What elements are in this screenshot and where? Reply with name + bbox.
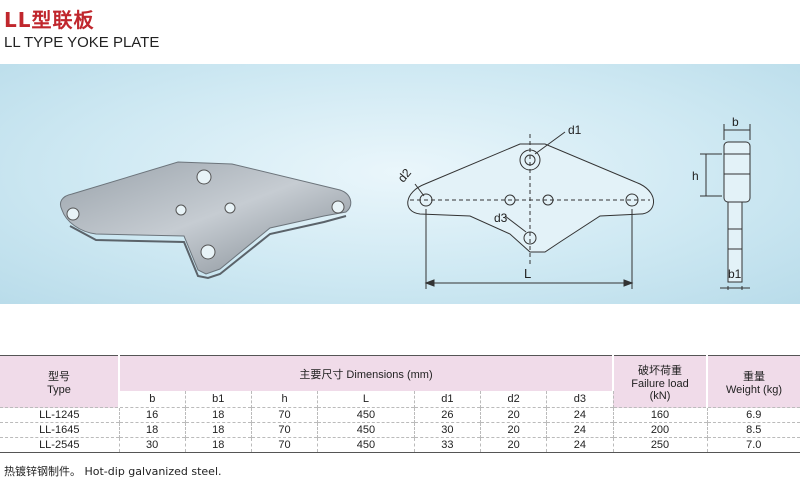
cell-d2: 20: [480, 407, 548, 423]
col-type-cn: 型号: [48, 370, 70, 383]
cell-load: 160: [613, 407, 708, 423]
subheader-h: h: [251, 391, 319, 408]
label-L: L: [524, 266, 531, 281]
cell-type: LL-2545: [0, 437, 120, 453]
cell-d3: 24: [546, 437, 614, 453]
product-illustration: d1 d2 d3 L b h b1: [59, 115, 751, 290]
cell-b: 18: [119, 422, 186, 438]
cell-weight: 7.0: [707, 437, 800, 453]
cell-b1: 18: [185, 407, 252, 423]
cell-d1: 33: [414, 437, 482, 453]
label-b: b: [732, 115, 739, 129]
cell-type: LL-1245: [0, 407, 120, 423]
cell-weight: 6.9: [707, 407, 800, 423]
label-d2: d2: [395, 166, 415, 185]
product-illustration-panel: d1 d2 d3 L b h b1: [0, 64, 800, 304]
cell-h: 70: [251, 422, 319, 438]
cell-d3: 24: [546, 422, 614, 438]
cell-b1: 18: [185, 437, 252, 453]
table-row: LL-1245 16 18 70 450 26 20 24 160 6.9: [0, 407, 800, 423]
cell-d2: 20: [480, 422, 548, 438]
col-load-header: 破坏荷重 Failure load (kN): [613, 355, 708, 408]
subheader-d3: d3: [546, 391, 614, 408]
front-view-drawing: [407, 131, 654, 289]
col-dimensions-header: 主要尺寸 Dimensions (mm): [119, 355, 614, 391]
cell-d2: 20: [480, 437, 548, 453]
page-title: LL型联板: [4, 8, 95, 32]
label-h: h: [692, 169, 699, 183]
col-weight-cn: 重量: [743, 370, 765, 383]
cell-b: 30: [119, 437, 186, 453]
cell-h: 70: [251, 437, 319, 453]
col-weight-header: 重量 Weight (kg): [707, 355, 800, 408]
cell-weight: 8.5: [707, 422, 800, 438]
col-load-cn: 破坏荷重: [638, 364, 682, 377]
cell-load: 250: [613, 437, 708, 453]
subheader-L: L: [317, 391, 415, 408]
table-row: LL-2545 30 18 70 450 33 20 24 250 7.0: [0, 437, 800, 453]
col-type-en: Type: [47, 383, 71, 396]
cell-type: LL-1645: [0, 422, 120, 438]
yoke-plate-photo: [59, 161, 352, 280]
col-weight-en: Weight (kg): [725, 383, 783, 396]
col-load-unit: (kN): [649, 389, 671, 402]
subheader-d2: d2: [480, 391, 548, 408]
subheader-d1: d1: [414, 391, 482, 408]
cell-b: 16: [119, 407, 186, 423]
label-d3: d3: [494, 211, 508, 225]
subheader-b: b: [119, 391, 186, 408]
side-view-drawing: [700, 124, 751, 290]
label-d1: d1: [568, 123, 582, 137]
cell-L: 450: [317, 407, 415, 423]
label-b1: b1: [728, 267, 742, 281]
col-load-en: Failure load: [631, 377, 689, 390]
subheader-b1: b1: [185, 391, 252, 408]
material-note: 热镀锌钢制件。 Hot-dip galvanized steel.: [4, 465, 222, 478]
cell-d3: 24: [546, 407, 614, 423]
cell-d1: 30: [414, 422, 482, 438]
cell-L: 450: [317, 422, 415, 438]
specification-table: 型号 Type 主要尺寸 Dimensions (mm) 破坏荷重 Failur…: [0, 355, 800, 453]
table-row: LL-1645 18 18 70 450 30 20 24 200 8.5: [0, 422, 800, 438]
cell-L: 450: [317, 437, 415, 453]
cell-d1: 26: [414, 407, 482, 423]
page-subtitle: LL TYPE YOKE PLATE: [4, 34, 160, 51]
cell-h: 70: [251, 407, 319, 423]
cell-load: 200: [613, 422, 708, 438]
col-type-header: 型号 Type: [0, 355, 120, 408]
cell-b1: 18: [185, 422, 252, 438]
